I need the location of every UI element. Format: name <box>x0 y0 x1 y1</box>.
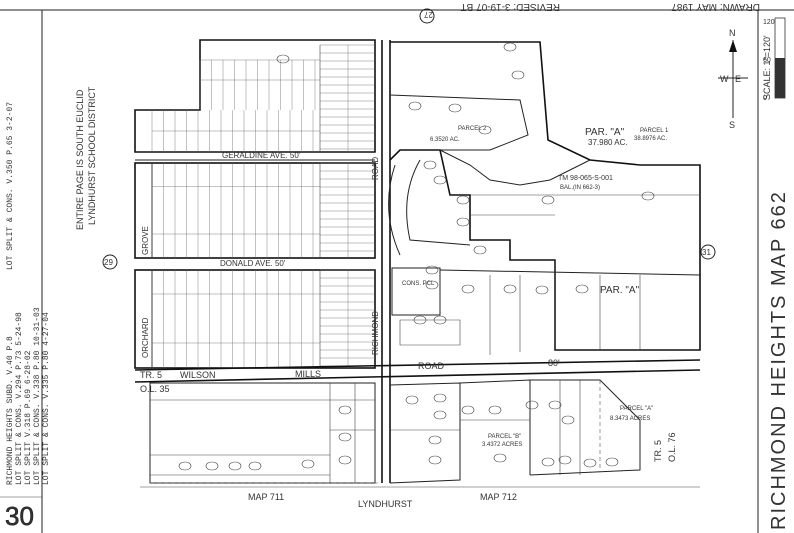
street-donald: DONALD AVE. 50' <box>220 259 286 268</box>
parcel-1-label: PARCEL 1 <box>640 128 669 134</box>
scale-bar-fill <box>775 58 785 98</box>
ref-circle-right <box>700 244 716 260</box>
par-a-south-label: PAR. "A" <box>600 285 640 296</box>
note-5: LOT SPLIT & CONS. V.335 P.80 4-27-04 <box>42 312 51 485</box>
street-mills: MILLS <box>295 369 321 379</box>
parcel-number-circles <box>178 42 655 471</box>
parcel-1-area: 38.8976 AC. <box>634 136 667 142</box>
note-1: RICHMOND HEIGHTS SUBD. V.40 P.8 <box>6 336 15 485</box>
lyndhurst-label: LYNDHURST <box>358 499 413 509</box>
parcel-a2-label: PARCEL "A" <box>620 406 653 412</box>
district-note-1: ENTIRE PAGE IS SOUTH EUCLID <box>75 89 85 230</box>
wilson-mills-south <box>134 369 701 383</box>
district-note-2: LYNDHURST SCHOOL DISTRICT <box>87 86 97 225</box>
lot-grid <box>151 44 375 368</box>
ref-right-label: 31 <box>702 248 711 257</box>
ref-circle-left <box>102 254 118 270</box>
compass-rose: N S E W <box>718 28 748 130</box>
scale-label: SCALE: 1"=120' <box>762 35 772 100</box>
street-orchard: ORCHARD <box>141 317 150 358</box>
tract-left-1: TR. 5 <box>140 370 162 380</box>
compass-n: N <box>729 28 736 38</box>
ref-left-label: 29 <box>104 258 113 267</box>
bal-label: BAL.(IN 662-3) <box>560 185 600 191</box>
ref-circle-top <box>419 8 435 24</box>
parcel-b-area: 3.4372 ACRES <box>482 442 522 448</box>
scale-60: 60 <box>763 57 771 64</box>
tract-right-2: O.L. 76 <box>667 432 677 462</box>
compass-e: E <box>735 74 741 84</box>
street-road-80: 80' <box>548 358 560 368</box>
cons-parcel-outline <box>391 267 441 316</box>
parcel-2-area: 6.3520 AC. <box>430 137 460 143</box>
note-4: LOT SPLIT & CONS. V.338 P.80 10-31-03 <box>33 307 42 485</box>
tm-label: TM 98-065-S-001 <box>558 175 613 182</box>
left-notes: RICHMOND HEIGHTS SUBD. V.40 P.8 LOT SPLI… <box>6 102 51 485</box>
street-grove: GROVE <box>141 226 150 255</box>
map-title: RICHMOND HEIGHTS MAP 662 <box>768 190 790 530</box>
tract-left-2: O.L. 35 <box>140 384 170 394</box>
par-a-area: 37.980 AC. <box>588 138 628 147</box>
street-wilson: WILSON <box>180 370 216 380</box>
revised-label: REVISED: 3-19-07 BT <box>461 1 560 12</box>
scale-120: 120 <box>763 19 775 26</box>
block-middle-outline <box>134 162 376 259</box>
parcel-2-label: PARCEL 2 <box>458 126 487 132</box>
tract-right-1: TR. 5 <box>653 440 663 462</box>
wilson-mills-north <box>134 359 701 371</box>
note-2: LOT SPLIT & CONS. V.294 P.73 5-24-98 <box>15 312 24 485</box>
map-712-label: MAP 712 <box>480 492 517 502</box>
compass-w: W <box>720 74 729 84</box>
parcel-east-outline <box>389 41 701 351</box>
scale-0: 0 <box>763 95 767 102</box>
block-sw-outline <box>149 382 376 484</box>
street-richmond: RICHMOND <box>371 311 380 355</box>
street-road: ROAD <box>418 361 445 371</box>
drawn-label: DRAWN: MAY 1987 <box>671 1 760 12</box>
par-a-label: PAR. "A" <box>585 127 625 138</box>
map-711-label: MAP 711 <box>248 492 284 502</box>
cons-pcl-label: CONS. PCL <box>402 281 435 287</box>
note-6: LOT SPLIT & CONS. V.350 P.65 3-2-07 <box>6 102 15 270</box>
ref-top-label: 27 <box>424 10 433 19</box>
parcel-a2-area: 8.3473 ACRES <box>610 416 650 422</box>
street-geraldine: GERALDINE AVE. 50' <box>222 151 301 160</box>
parcel-b-label: PARCEL "B" <box>488 434 521 440</box>
compass-s: S <box>729 120 735 130</box>
street-road-v: ROAD <box>371 157 380 180</box>
block-north-outline <box>134 39 376 153</box>
page-number: 30 <box>5 501 34 531</box>
block-south-outline <box>134 269 376 369</box>
note-3: LOT SPLIT V.318 P.69 6-28-02 <box>24 350 33 485</box>
